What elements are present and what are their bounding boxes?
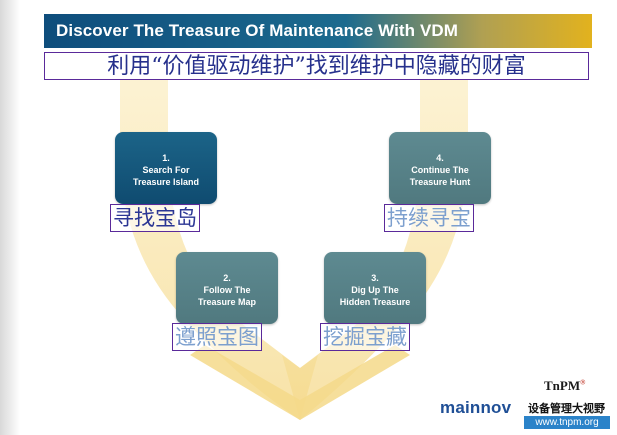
step-3-line1: Dig Up The	[351, 285, 399, 295]
tnpm-logo: TnPM®	[544, 378, 586, 393]
step-4-line2: Treasure Hunt	[409, 177, 471, 187]
website-url[interactable]: www.tnpm.org	[524, 416, 610, 429]
step-card-4: 4. Continue The Treasure Hunt	[389, 132, 491, 204]
page-title: Discover The Treasure Of Maintenance Wit…	[56, 21, 459, 40]
page-subtitle: 利用“价值驱动维护”找到维护中隐藏的财富	[107, 54, 526, 79]
left-shadow	[0, 0, 20, 435]
step-4-line1: Continue The	[411, 165, 469, 175]
step-4-label-cn: 持续寻宝	[384, 204, 474, 232]
step-4-number: 4.	[436, 153, 444, 163]
step-2-line2: Treasure Map	[197, 297, 257, 307]
step-3-label-cn: 挖掘宝藏	[320, 323, 410, 351]
step-2-number: 2.	[223, 273, 231, 283]
step-3-line2: Hidden Treasure	[339, 297, 411, 307]
brand-cn: 设备管理大视野	[528, 403, 605, 415]
step-card-2: 2. Follow The Treasure Map	[176, 252, 278, 324]
title-bar: Discover The Treasure Of Maintenance Wit…	[44, 14, 592, 48]
step-card-1: 1. Search For Treasure Island	[115, 132, 217, 204]
step-2-line1: Follow The	[203, 285, 251, 295]
step-1-line2: Treasure Island	[132, 177, 200, 187]
step-3-number: 3.	[371, 273, 379, 283]
step-1-label-cn: 寻找宝岛	[110, 204, 200, 232]
step-1-line1: Search For	[142, 165, 190, 175]
step-1-number: 1.	[162, 153, 170, 163]
subtitle-box: 利用“价值驱动维护”找到维护中隐藏的财富	[44, 52, 589, 80]
logo: TnPM® mainnov 设备管理大视野 www.tnpm.org	[440, 372, 610, 430]
step-2-label-cn: 遵照宝图	[172, 323, 262, 351]
mainnov-logo: mainnov	[440, 398, 512, 417]
step-card-3: 3. Dig Up The Hidden Treasure	[324, 252, 426, 324]
